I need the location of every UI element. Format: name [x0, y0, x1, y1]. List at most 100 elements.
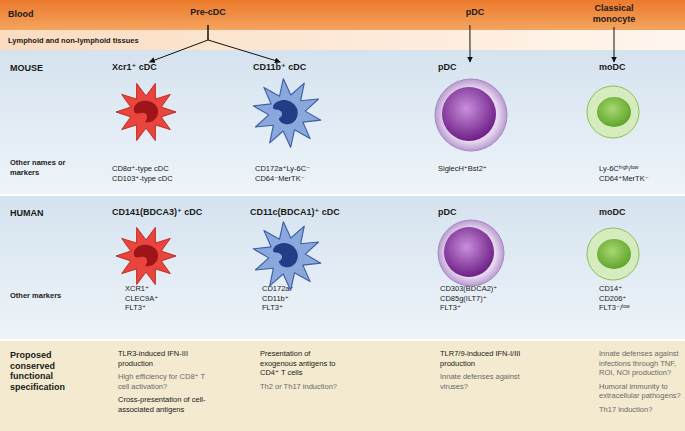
marker-text: CD103⁺-type cDC	[112, 174, 237, 184]
marker-text: CLEC9A⁺	[125, 294, 235, 304]
cell-column: pDC CD303(BDCA2)⁺CD85g(ILT7)⁺FLT3⁺	[438, 207, 578, 335]
function-column: Innate defenses against infections throu…	[597, 349, 685, 429]
function-text: TLR3-induced IFN-III production	[118, 349, 216, 368]
function-text: Humoral immunity to extracellular pathog…	[599, 382, 685, 401]
differentiation-arrow	[469, 25, 470, 62]
cell-nucleus	[134, 101, 158, 123]
cell-name: CD11c(BDCA1)⁺ cDC	[250, 207, 425, 218]
monocyte-derived-cell	[587, 228, 639, 280]
marker-text: CD64⁻MerTK⁻	[255, 174, 415, 184]
function-column: TLR7/9-induced IFN-I/III productionInnat…	[438, 349, 568, 429]
cell-name: moDC	[599, 207, 683, 218]
function-text: High efficiency for CD8⁺ T cell activati…	[118, 372, 216, 391]
compartment-band: Blood Pre-cDC pDC Classical monocyte	[0, 0, 685, 30]
precursor-name: pDC	[460, 7, 490, 18]
band-title: Blood	[8, 9, 88, 20]
marker-text: Ly-6Cʰⁱᵍʰ/ˡᵒʷ	[599, 164, 683, 174]
cell-column: CD11b⁺ cDC CD172a⁺Ly-6C⁻CD64⁻MerTK⁻	[253, 62, 423, 192]
cell-column: CD141(BDCA3)⁺ cDC XCR1⁺CLEC9A⁺FLT3⁺	[112, 207, 242, 335]
marker-text: XCR1⁺	[125, 284, 235, 294]
species-band: HUMAN Other markers CD141(BDCA3)⁺ cDC XCR1⁺…	[0, 196, 685, 339]
text-list: CD8α⁺-type cDCCD103⁺-type cDC	[112, 164, 237, 183]
species-title: MOUSE	[10, 63, 90, 74]
cell-column: pDC SiglecH⁺Bst2⁺	[438, 62, 578, 192]
cell-body	[116, 84, 176, 141]
differentiation-arrow	[208, 25, 280, 62]
cell-name: moDC	[599, 62, 683, 73]
function-text: Th2 or Th17 induction?	[260, 382, 344, 392]
species-title: HUMAN	[10, 208, 90, 219]
cell-nucleus	[444, 227, 494, 277]
function-column: TLR3-induced IFN-III productionHigh effi…	[118, 349, 228, 429]
text-list: Innate defenses against infections throu…	[599, 349, 685, 418]
cell-name: CD11b⁺ cDC	[253, 62, 423, 73]
precursor-label: Classical monocyte	[582, 2, 646, 27]
function-text: Innate defenses against viruses?	[440, 372, 530, 391]
compartment-band: Lymphoid and non-lymphoid tissues	[0, 30, 685, 50]
plasmacytoid-cell	[435, 79, 507, 151]
function-text: Cross-presentation of cell-associated an…	[118, 395, 216, 414]
text-list: CD172a⁺Ly-6C⁻CD64⁻MerTK⁻	[255, 164, 415, 183]
cell-nucleus	[270, 241, 300, 270]
marker-text: CD85g(ILT7)⁺	[440, 294, 570, 304]
text-list: Presentation of exogenous antigens to CD…	[260, 349, 344, 395]
row-heading: Other names or markers	[10, 158, 72, 177]
red-dendritic-cell	[116, 228, 176, 285]
cell-column: Xcr1⁺ cDCCD8α⁺-type cDCCD103⁺-type cDC	[112, 62, 237, 192]
text-list: XCR1⁺CLEC9A⁺FLT3⁺	[125, 284, 235, 313]
cell-name: pDC	[438, 62, 578, 73]
row-heading: Other markers	[10, 291, 72, 301]
text-list: CD172a⁺CD11b⁺FLT3⁺	[262, 284, 412, 313]
cell-nucleus	[597, 239, 631, 269]
species-band: MOUSE Other names or markers Xcr1⁺ cDCCD8α…	[0, 50, 685, 194]
function-text: Th17 induction?	[599, 405, 685, 415]
cell-body	[246, 217, 327, 295]
cell-body	[435, 79, 507, 151]
function-band: Proposed conserved functional specificat…	[0, 341, 685, 431]
text-list: SiglecH⁺Bst2⁺	[438, 164, 578, 174]
marker-text: FLT3⁺	[125, 303, 235, 313]
text-list: CD14⁺CD206⁺FLT3⁻/ˡᵒʷ	[599, 284, 683, 313]
marker-text: FLT3⁺	[262, 303, 412, 313]
precursor-name: Classical monocyte	[582, 3, 646, 24]
cell-nucleus	[442, 87, 496, 141]
marker-text: FLT3⁺	[440, 303, 570, 313]
marker-text: CD206⁺	[599, 294, 683, 304]
cell-body	[246, 74, 327, 152]
cell-name: CD141(BDCA3)⁺ cDC	[112, 207, 242, 218]
text-list: Other names or markers	[10, 158, 72, 177]
cell-body	[116, 228, 176, 285]
cell-body	[587, 86, 639, 138]
marker-text: CD303(BDCA2)⁺	[440, 284, 570, 294]
text-list: Ly-6Cʰⁱᵍʰ/ˡᵒʷCD64⁺MerTK⁻	[599, 164, 683, 183]
cell-column: moDC CD14⁺CD206⁺FLT3⁻/ˡᵒʷ	[597, 207, 683, 335]
cell-nucleus	[134, 245, 158, 267]
cell-column: moDC Ly-6Cʰⁱᵍʰ/ˡᵒʷCD64⁺MerTK⁻	[597, 62, 683, 192]
row-heading: Proposed conserved functional specificat…	[10, 350, 82, 392]
text-list: CD303(BDCA2)⁺CD85g(ILT7)⁺FLT3⁺	[440, 284, 570, 313]
plasmacytoid-cell	[438, 220, 504, 286]
blue-dendritic-cell	[246, 74, 327, 152]
differentiation-arrow	[614, 27, 615, 62]
cell-nucleus	[597, 97, 631, 127]
function-column: Presentation of exogenous antigens to CD…	[260, 349, 380, 429]
text-list: Other markers	[10, 291, 72, 301]
marker-text: FLT3⁻/ˡᵒʷ	[599, 303, 683, 313]
precursor-label: Pre-cDC	[186, 5, 230, 25]
precursor-label: pDC	[460, 5, 490, 25]
cell-body	[587, 228, 639, 280]
monocyte-derived-cell	[587, 86, 639, 138]
cell-column: CD11c(BDCA1)⁺ cDC CD172a⁺CD11b⁺FLT3⁺	[250, 207, 425, 335]
cell-nucleus	[270, 98, 300, 127]
cell-name: pDC	[438, 207, 578, 218]
red-dendritic-cell	[116, 84, 176, 141]
marker-text: CD11b⁺	[262, 294, 412, 304]
marker-text: CD8α⁺-type cDC	[112, 164, 237, 174]
band-title: Lymphoid and non-lymphoid tissues	[8, 36, 308, 46]
marker-text: CD14⁺	[599, 284, 683, 294]
marker-text: CD172a⁺	[262, 284, 412, 294]
